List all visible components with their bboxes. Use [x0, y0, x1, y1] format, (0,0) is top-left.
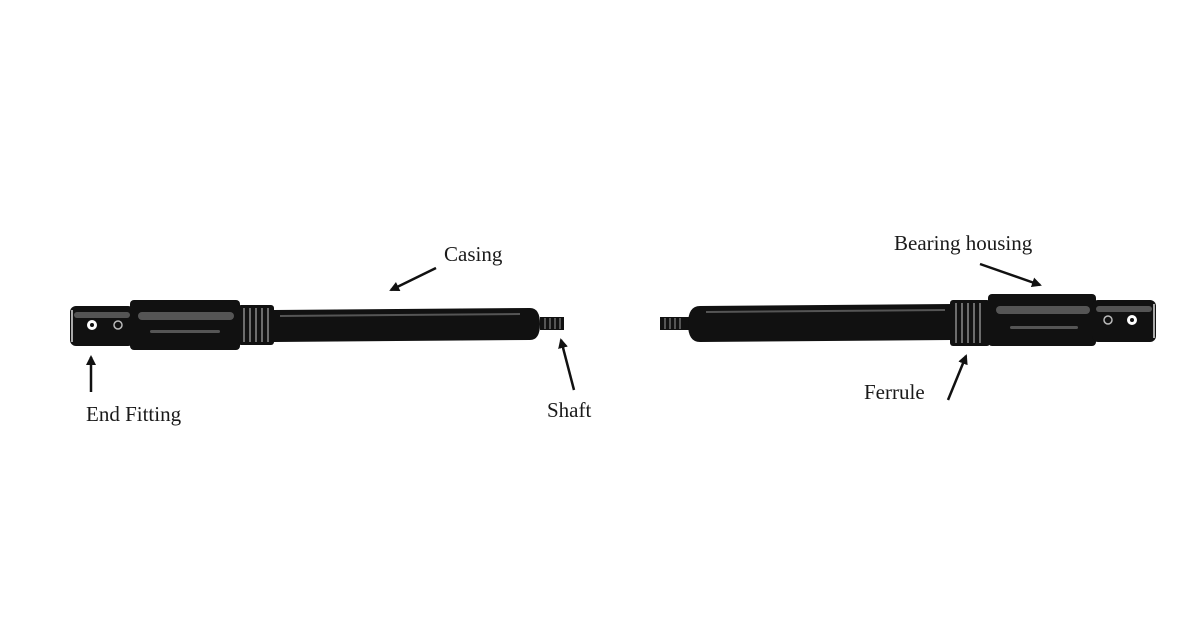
bearing-housing-arrow	[979, 262, 1042, 288]
shaft-arrow	[558, 338, 576, 391]
casing-arrow	[389, 266, 437, 292]
casing-label: Casing	[444, 242, 503, 266]
bearing-housing-label: Bearing housing	[894, 231, 1033, 255]
left-ferrule	[238, 305, 274, 345]
end-fitting-label: End Fitting	[86, 402, 182, 426]
left-shaft-tip	[540, 317, 564, 330]
leader-arrows	[86, 262, 1042, 401]
ferrule-arrow	[946, 354, 968, 401]
right-ferrule	[950, 300, 990, 346]
right-bearing-housing	[988, 294, 1096, 346]
right-shaft-tip	[660, 317, 690, 330]
ferrule-label: Ferrule	[864, 380, 925, 404]
left-casing	[274, 308, 540, 342]
left-shaft-assembly	[70, 300, 564, 350]
right-shaft-assembly	[660, 294, 1156, 346]
left-end-fitting	[70, 306, 134, 346]
shaft-label: Shaft	[547, 398, 592, 422]
left-bearing-housing	[130, 300, 240, 350]
right-casing	[688, 304, 952, 342]
right-end-fitting	[1092, 300, 1156, 342]
